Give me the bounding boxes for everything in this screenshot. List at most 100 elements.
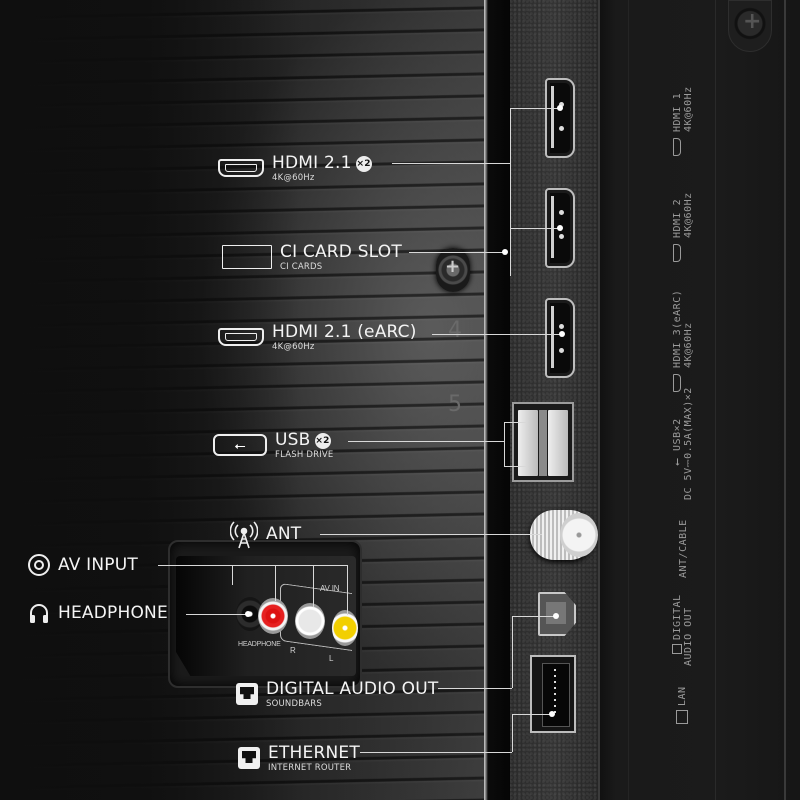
left-channel-label: L — [329, 654, 334, 663]
leader-line — [186, 614, 248, 615]
av-input-icon — [28, 554, 50, 576]
leader-line — [512, 616, 554, 617]
callout-title: ETHERNET — [268, 743, 360, 763]
hdmi-icon — [673, 244, 681, 262]
leader-dot — [549, 711, 555, 717]
count-badge: ×2 — [355, 156, 372, 172]
av-in-label: AV IN — [320, 584, 340, 593]
leader-line — [347, 565, 348, 615]
leader-line — [392, 163, 510, 164]
leader-line — [232, 565, 233, 585]
callout-digital-audio-out: DIGITAL AUDIO OUT SOUNDBARS — [236, 679, 438, 709]
printed-text: LAN — [677, 686, 688, 706]
port-pin — [559, 348, 564, 353]
optical-icon — [672, 644, 682, 654]
callout-title: ANT — [266, 524, 302, 544]
leader-line — [348, 441, 504, 442]
leader-line — [438, 688, 512, 689]
callout-usb: ⭠ USB×2 FLASH DRIVE — [213, 430, 333, 460]
printed-text: DIGITAL — [672, 594, 683, 640]
count-badge: ×2 — [314, 433, 331, 449]
antenna-coax-port[interactable] — [530, 510, 598, 560]
port-pin — [559, 234, 564, 239]
panel-edge — [784, 0, 786, 800]
port-pin — [559, 324, 564, 329]
printed-text: ANT/CABLE — [678, 519, 689, 578]
right-channel-label: R — [290, 646, 296, 655]
mount-screw-icon — [728, 0, 772, 52]
printed-text: 4K@60Hz — [683, 86, 694, 132]
callout-hdmi-earc: HDMI 2.1 (eARC) 4K@60Hz — [218, 322, 417, 352]
port-pin — [559, 102, 564, 107]
printed-text: DC 5V⎓0.5A(MAX)×2 — [683, 387, 694, 500]
hdmi-port-1[interactable] — [545, 78, 575, 158]
printed-text: USB×2 — [672, 418, 683, 451]
printed-label-panel — [600, 0, 800, 800]
callout-title: USB — [275, 430, 311, 450]
etched-mark: 4 — [448, 318, 462, 343]
printed-text: HDMI 1 — [672, 92, 683, 132]
callout-ethernet: ETHERNET INTERNET ROUTER — [238, 743, 360, 773]
headphone-icon — [28, 602, 50, 624]
usb-slot — [548, 410, 568, 476]
ci-slot-screw-icon — [436, 248, 470, 292]
usb-ports[interactable] — [512, 402, 574, 482]
printed-label-ant: ANT/CABLE — [678, 519, 689, 578]
antenna-icon-svg — [230, 521, 258, 549]
usb-icon: ⭠ — [213, 434, 267, 456]
printed-text: 4K@60Hz — [683, 192, 694, 238]
card-slot-icon — [222, 245, 272, 269]
leader-dot — [553, 613, 559, 619]
hdmi-icon — [218, 328, 264, 346]
leader-line — [504, 422, 526, 423]
usb-icon: ⭠ — [672, 450, 683, 467]
av-video-jack[interactable] — [332, 610, 358, 646]
leader-dot — [245, 611, 251, 617]
callout-title: HDMI 2.1 — [272, 153, 352, 173]
callout-subtitle: 4K@60Hz — [272, 342, 315, 352]
leader-line — [409, 252, 505, 253]
usb-slot — [518, 410, 538, 476]
printed-label-hdmi3: HDMI 3(eARC) 4K@60Hz — [672, 290, 694, 392]
callout-title: AV INPUT — [58, 555, 138, 575]
callout-ci-card-slot: CI CARD SLOT CI CARDS — [222, 242, 402, 272]
etched-mark: 5 — [448, 392, 462, 417]
panel-seam — [628, 0, 629, 800]
leader-line — [158, 565, 348, 566]
callout-title: DIGITAL AUDIO OUT — [266, 679, 439, 699]
printed-text: HDMI 3(eARC) — [672, 289, 683, 368]
leader-line — [510, 108, 560, 109]
callout-av-input: AV INPUT — [28, 554, 138, 576]
callout-hdmi-2-1: HDMI 2.1×2 4K@60Hz — [218, 153, 372, 183]
printed-label-lan: LAN — [676, 686, 688, 724]
ethernet-style-icon — [236, 683, 258, 705]
hdmi-icon — [673, 138, 681, 156]
callout-ant: ANT — [230, 520, 302, 549]
leader-line — [512, 714, 513, 752]
usb-tongue — [539, 410, 547, 476]
leader-dot — [502, 249, 508, 255]
leader-line — [275, 565, 276, 601]
av-right-audio-jack[interactable] — [258, 598, 288, 634]
callout-subtitle: 4K@60Hz — [272, 173, 315, 183]
leader-dot — [557, 225, 563, 231]
printed-label-optical: DIGITAL AUDIO OUT — [672, 594, 694, 666]
leader-line — [510, 228, 560, 229]
lan-icon — [676, 710, 688, 724]
ethernet-port[interactable] — [530, 655, 576, 733]
printed-text: AUDIO OUT — [683, 607, 694, 666]
port-pin — [559, 210, 564, 215]
leader-line — [432, 334, 560, 335]
av-left-audio-jack[interactable] — [295, 603, 325, 639]
printed-text: HDMI 2 — [672, 198, 683, 238]
leader-line — [504, 422, 505, 466]
hdmi-icon — [218, 159, 264, 177]
hdmi-port-3-earc[interactable] — [545, 298, 575, 378]
leader-line — [320, 534, 542, 535]
callout-title: CI CARD SLOT — [280, 242, 402, 262]
antenna-icon — [230, 520, 258, 549]
leader-line — [510, 108, 511, 276]
callout-subtitle: FLASH DRIVE — [275, 450, 334, 460]
callout-title: HEADPHONE — [58, 603, 168, 623]
leader-line — [512, 714, 552, 715]
